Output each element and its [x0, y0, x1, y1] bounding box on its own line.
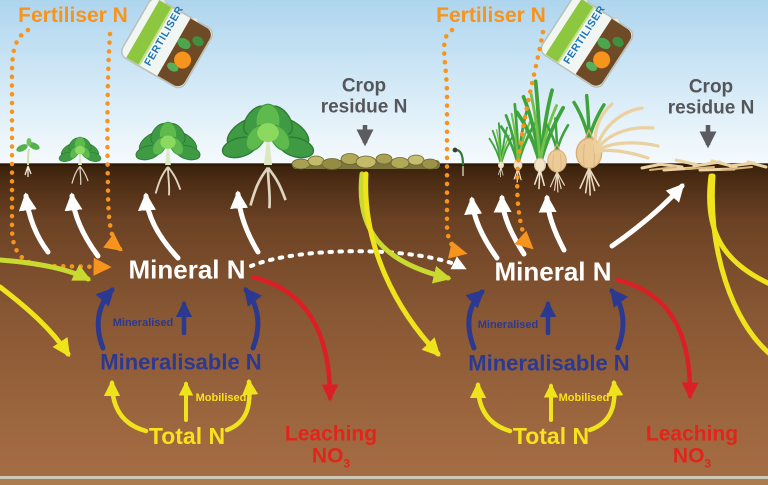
- uptake-arrow-right-4: [609, 183, 685, 249]
- crop-residue-label-right: Crop residue N: [667, 76, 755, 118]
- uptake-arrow-left-4: [230, 190, 261, 255]
- mobilised-arrow-right-curve-right: [587, 379, 624, 433]
- fertiliser-label-right: Fertiliser N: [436, 3, 546, 27]
- soil: [0, 164, 768, 485]
- residue-to-mineralisable-right-arrow: [363, 171, 441, 357]
- mobilised-label-right: Mobilised: [558, 392, 610, 405]
- fertiliser-label-left: Fertiliser N: [18, 3, 128, 27]
- fertiliser-to-mineral-dotted-right-outer: [441, 27, 468, 259]
- mobilised-arrow-left-curve-left: [103, 379, 149, 434]
- leaching-arrow-left: [250, 274, 339, 402]
- leaching-label-right: Leaching NO3: [645, 422, 739, 471]
- mineralisable-n-label-left: Mineralisable N: [100, 349, 262, 375]
- fertiliser-bag-left: FERTILISER: [121, 0, 213, 89]
- crop-residue-left: [291, 153, 440, 170]
- crop-residue-right: [640, 158, 768, 172]
- leaching-arrow-right: [615, 277, 699, 400]
- residue-to-mineral-right-arrow: [358, 171, 452, 284]
- uptake-arrow-left-3: [137, 192, 181, 261]
- fertiliser-to-mineral-dotted-right-inner: [514, 29, 546, 250]
- bottom-strip-tan: [0, 479, 768, 485]
- fertiliser-to-mineral-dotted-left-outer: [9, 27, 112, 276]
- fertiliser-bag-right: FERTILISER: [540, 0, 634, 88]
- mobilised-arrow-right-curve-left: [469, 381, 513, 434]
- mineralised-arrow-left-curve-right: [243, 287, 263, 351]
- leaching-label-left: Leaching NO3: [284, 422, 378, 471]
- uptake-arrow-right-1: [464, 196, 500, 261]
- mineralised-arrow-right-curve-right: [609, 288, 628, 351]
- uptake-arrow-left-2: [64, 192, 101, 259]
- crop-residue-label-left: Crop residue N: [320, 75, 408, 117]
- mineral-n-label-right: Mineral N: [494, 256, 612, 287]
- residue-right-outflow-upper: [707, 173, 768, 286]
- mineralised-label-left: Mineralised: [112, 317, 174, 330]
- plant-sprout-right: [452, 147, 465, 176]
- uptake-arrow-right-3: [538, 194, 567, 253]
- mobilised-label-left: Mobilised: [195, 392, 247, 405]
- mineralised-label-right: Mineralised: [477, 319, 539, 332]
- total-n-label-right: Total N: [512, 422, 590, 449]
- total-n-label-left: Total N: [148, 422, 226, 449]
- mineral-n-label-left: Mineral N: [128, 254, 246, 285]
- mobilised-arrow-left-curve-right: [224, 378, 259, 433]
- bottom-strip-light: [0, 476, 768, 479]
- sky: [0, 0, 768, 168]
- mineral-transfer-dotted-arrow: [249, 249, 467, 270]
- leftedge-to-mineralisable-arrow: [0, 284, 71, 357]
- fertiliser-to-mineral-dotted-left-inner: [103, 31, 123, 252]
- leftedge-to-mineral-arrow: [0, 257, 92, 282]
- mineralised-arrow-right-curve-left: [465, 289, 485, 351]
- mineralised-arrow-left-curve-left: [95, 287, 115, 351]
- residue-right-outflow-lower: [709, 173, 768, 356]
- uptake-arrow-left-1: [18, 192, 51, 255]
- mineralisable-n-label-right: Mineralisable N: [468, 350, 630, 376]
